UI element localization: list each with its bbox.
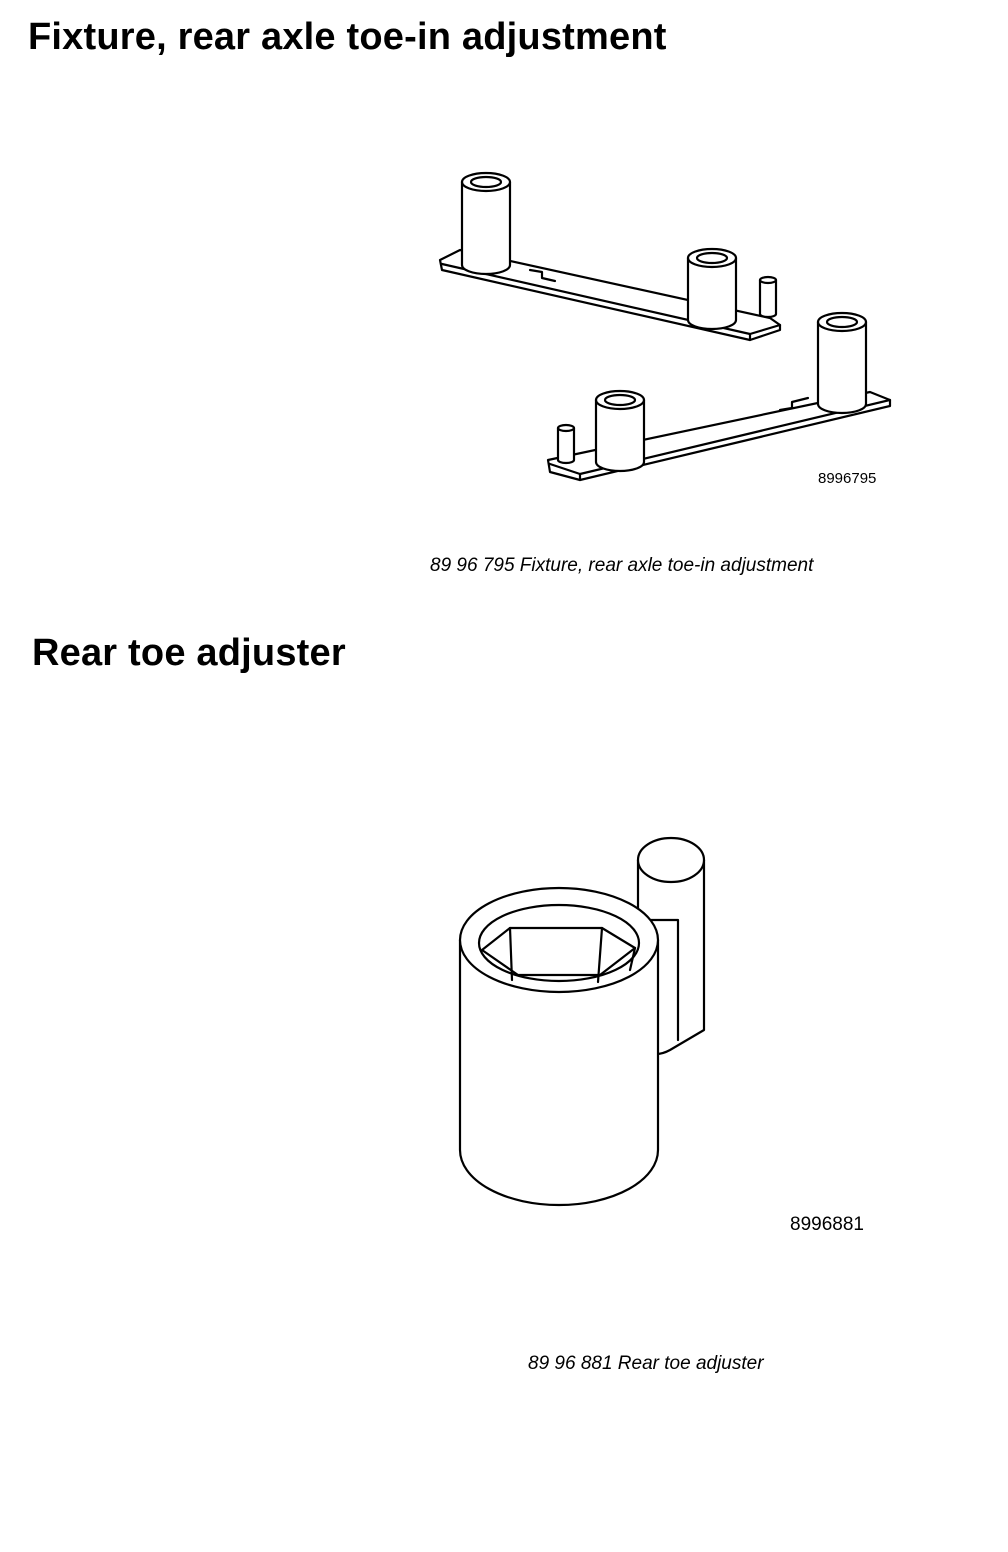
figure-code-fixture: 8996795: [818, 470, 877, 487]
rear-toe-adjuster-illustration: [430, 820, 770, 1210]
figure-caption-fixture: 89 96 795 Fixture, rear axle toe-in adju…: [430, 555, 814, 576]
upper-fixture-plate: [438, 171, 782, 342]
lower-fixture-plate: [546, 311, 892, 482]
rear-toe-adjuster-drawing: [458, 836, 706, 1207]
adjuster-socket-body: [458, 938, 660, 1207]
section-heading-rear-toe-adjuster: Rear toe adjuster: [32, 632, 346, 674]
section-heading-fixture: Fixture, rear axle toe-in adjustment: [28, 16, 667, 58]
figure-caption-rear-toe-adjuster: 89 96 881 Rear toe adjuster: [528, 1353, 764, 1374]
fixture-drawing: [438, 171, 892, 482]
fixture-illustration: [430, 160, 910, 500]
figure-code-rear-toe-adjuster: 8996881: [790, 1214, 864, 1235]
